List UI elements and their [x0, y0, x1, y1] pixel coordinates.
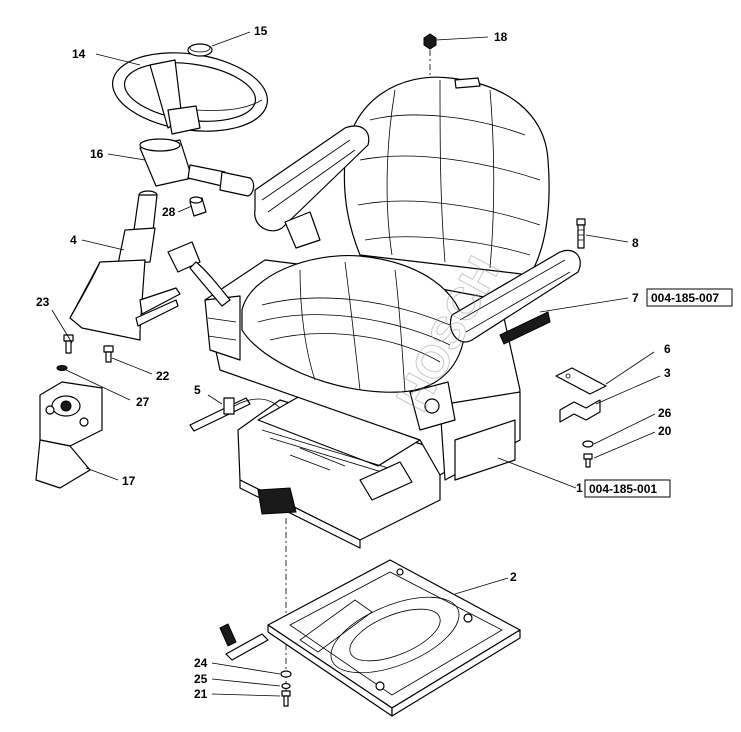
bolt-part-21 — [281, 690, 291, 707]
left-armrest — [254, 125, 370, 249]
callout-20: 20 — [658, 424, 672, 438]
cap-part-15 — [187, 43, 213, 57]
callout-labels: 18 15 14 16 28 4 8 7 6 3 26 20 1 2 5 23 … — [36, 24, 672, 701]
bracket-part-3 — [559, 399, 601, 423]
callout-1: 1 — [576, 481, 583, 495]
callout-5: 5 — [194, 383, 201, 397]
steering-unit-part-17 — [35, 381, 103, 489]
part-number-box-armrest: 004-185-007 — [646, 288, 733, 307]
bolt-part-23 — [63, 334, 74, 354]
washer-part-27 — [56, 365, 68, 371]
bolt-part-20 — [583, 453, 593, 468]
bolt-part-22 — [103, 345, 114, 363]
leader-lines — [51, 31, 661, 697]
callout-16: 16 — [90, 147, 104, 161]
callout-8: 8 — [632, 236, 639, 250]
callout-17: 17 — [122, 474, 136, 488]
steering-column-part-4 — [69, 190, 181, 341]
part-number-seat: 004-185-001 — [589, 482, 657, 496]
callout-21: 21 — [194, 687, 208, 701]
nut-part-18 — [423, 33, 437, 50]
callout-22: 22 — [156, 369, 170, 383]
callout-2: 2 — [510, 570, 517, 584]
callout-6: 6 — [664, 342, 671, 356]
bolt-part-8 — [576, 218, 586, 249]
adjust-lever — [189, 397, 281, 432]
callout-24: 24 — [194, 656, 208, 670]
column-housing-part-16 — [139, 138, 255, 197]
callout-25: 25 — [194, 672, 208, 686]
part-number-box-seat: 004-185-001 — [584, 479, 671, 498]
right-armrest — [449, 249, 581, 345]
callout-28: 28 — [162, 205, 176, 219]
callout-26: 26 — [658, 406, 672, 420]
part-number-armrest: 004-185-007 — [651, 291, 719, 305]
callout-4: 4 — [70, 233, 77, 247]
seat-body — [204, 254, 521, 481]
callout-27: 27 — [136, 395, 150, 409]
seat-suspension-base — [237, 395, 441, 549]
callout-3: 3 — [664, 366, 671, 380]
shift-handle — [167, 241, 231, 307]
washer-part-25 — [281, 682, 291, 690]
callout-15: 15 — [254, 24, 268, 38]
callout-7: 7 — [632, 291, 639, 305]
callout-18: 18 — [494, 30, 508, 44]
steering-wheel — [111, 52, 269, 135]
washer-part-24 — [280, 670, 292, 678]
callout-14: 14 — [72, 47, 86, 61]
sleeve-part-28 — [189, 196, 207, 217]
swivel-base-plate — [219, 559, 521, 717]
washer-part-26 — [582, 440, 594, 448]
callout-23: 23 — [36, 295, 50, 309]
seat-backrest — [343, 76, 550, 276]
bracket-part-6 — [555, 367, 607, 395]
